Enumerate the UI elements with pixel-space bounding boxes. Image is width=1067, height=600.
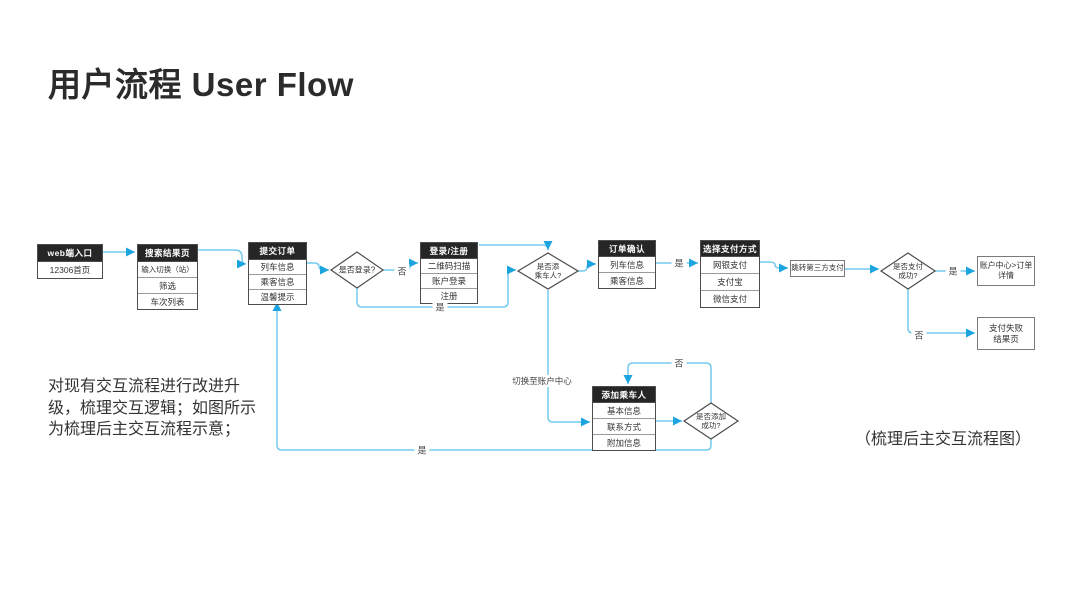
node-label: 支付失败 bbox=[988, 323, 1023, 333]
edge-label-switch-account: 切换至账户中心 bbox=[509, 375, 575, 387]
decision-add-passenger bbox=[516, 252, 580, 290]
edge-label-yes: 是 bbox=[671, 256, 687, 270]
node-submit-order: 提交订单 列车信息 乘客信息 温馨提示 bbox=[248, 242, 307, 305]
node-row: 列车信息 bbox=[599, 257, 655, 273]
node-label: 结果页 bbox=[993, 333, 1019, 344]
node-row: 网银支付 bbox=[701, 257, 759, 274]
caption: （梳理后主交互流程图） bbox=[855, 431, 1032, 448]
decision-label-pay-success: 是否支付 成功? bbox=[893, 262, 923, 280]
node-order-confirm: 订单确认 列车信息 乘客信息 bbox=[598, 240, 656, 289]
decision-label-is-login: 是否登录? bbox=[338, 265, 376, 275]
node-row: 乘客信息 bbox=[249, 275, 306, 290]
page-title: 用户流程 User Flow bbox=[48, 66, 354, 103]
node-row: 输入切换（站） bbox=[138, 262, 197, 278]
edge-search-to-submit bbox=[197, 249, 247, 269]
node-login-register: 登录/注册 二维码扫描 账户登录 注册 bbox=[420, 242, 478, 304]
edge-login-to-addq bbox=[479, 240, 553, 251]
node-label: 账户中心>订单 bbox=[979, 260, 1033, 270]
decision-label-add-passenger: 是否添 乘车人? bbox=[534, 262, 562, 280]
node-row: 附加信息 bbox=[606, 437, 641, 448]
node-label: 详情 bbox=[998, 271, 1014, 280]
edge-payq-no-to-fail bbox=[907, 289, 975, 338]
node-row: 车次列表 bbox=[150, 296, 185, 307]
node-row: 乘客信息 bbox=[609, 275, 644, 286]
edge-addsuccess-yes-to-submit bbox=[272, 302, 712, 451]
decision-is-login bbox=[329, 251, 385, 289]
edge-addq-switch-to-addpassenger bbox=[547, 290, 590, 427]
note-line: 为梳理后主交互流程示意； bbox=[48, 421, 241, 438]
edge-label-no: 否 bbox=[671, 356, 687, 370]
node-row: 联系方式 bbox=[593, 419, 655, 435]
node-row: 基本信息 bbox=[593, 403, 655, 419]
note-text: 对现有交互流程进行改进升 级，梳理交互逻辑；如图所示 为梳理后主交互流程示意； bbox=[48, 376, 256, 441]
node-title: 选择支付方式 bbox=[701, 241, 759, 257]
node-title: 搜索结果页 bbox=[138, 245, 197, 262]
edge-payment-to-thirdparty bbox=[760, 261, 788, 273]
node-title: 添加乘车人 bbox=[593, 387, 655, 403]
node-title: 订单确认 bbox=[599, 241, 655, 257]
edge-label-no: 否 bbox=[394, 264, 410, 278]
node-row: 注册 bbox=[440, 291, 458, 301]
node-title: web端入口 bbox=[38, 245, 102, 262]
decision-label-add-success: 是否添加 成功? bbox=[696, 412, 726, 430]
edge-islogin-yes-to-addq bbox=[356, 265, 516, 308]
edge-submit-to-islogin bbox=[307, 262, 329, 275]
node-row: 二维码扫描 bbox=[421, 259, 477, 274]
edge-label-yes: 是 bbox=[432, 300, 448, 314]
node-row: 微信支付 bbox=[712, 294, 747, 304]
note-line: 对现有交互流程进行改进升 bbox=[48, 378, 241, 395]
edge-label-yes: 是 bbox=[414, 443, 430, 457]
node-title: 提交订单 bbox=[249, 243, 306, 260]
node-row: 温馨提示 bbox=[260, 292, 295, 302]
node-search-results: 搜索结果页 输入切换（站） 筛选 车次列表 bbox=[137, 244, 198, 310]
note-line: 级，梳理交互逻辑；如图所示 bbox=[48, 399, 257, 417]
decision-pay-success bbox=[879, 252, 937, 290]
edge-label-no: 否 bbox=[911, 328, 927, 342]
node-row: 支付宝 bbox=[701, 274, 759, 291]
node-payment-method: 选择支付方式 网银支付 支付宝 微信支付 bbox=[700, 240, 760, 308]
node-row: 12306首页 bbox=[49, 265, 91, 275]
node-row: 列车信息 bbox=[249, 260, 306, 275]
node-add-passenger: 添加乘车人 基本信息 联系方式 附加信息 bbox=[592, 386, 656, 451]
node-title: 登录/注册 bbox=[421, 243, 477, 259]
node-pay-fail-page: 支付失败 结果页 bbox=[977, 317, 1035, 350]
edge-label-yes: 是 bbox=[945, 264, 961, 278]
node-third-party-payment: 跳转第三方支付 bbox=[790, 260, 845, 277]
node-web-entry: web端入口 12306首页 bbox=[37, 244, 103, 279]
node-label: 跳转第三方支付 bbox=[791, 263, 844, 273]
decision-add-success bbox=[682, 402, 740, 440]
edge-addsuccess-no-loop bbox=[623, 362, 712, 403]
edge-addq-to-confirm bbox=[578, 259, 596, 272]
node-row: 筛选 bbox=[138, 278, 197, 294]
node-order-detail: 账户中心>订单 详情 bbox=[977, 256, 1035, 286]
node-row: 账户登录 bbox=[421, 274, 477, 289]
